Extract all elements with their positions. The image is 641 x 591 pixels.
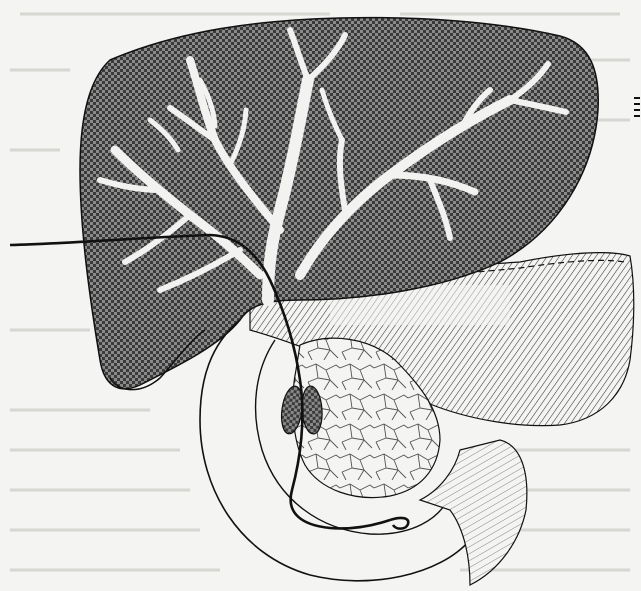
biliary-anatomy-figure	[0, 0, 641, 591]
